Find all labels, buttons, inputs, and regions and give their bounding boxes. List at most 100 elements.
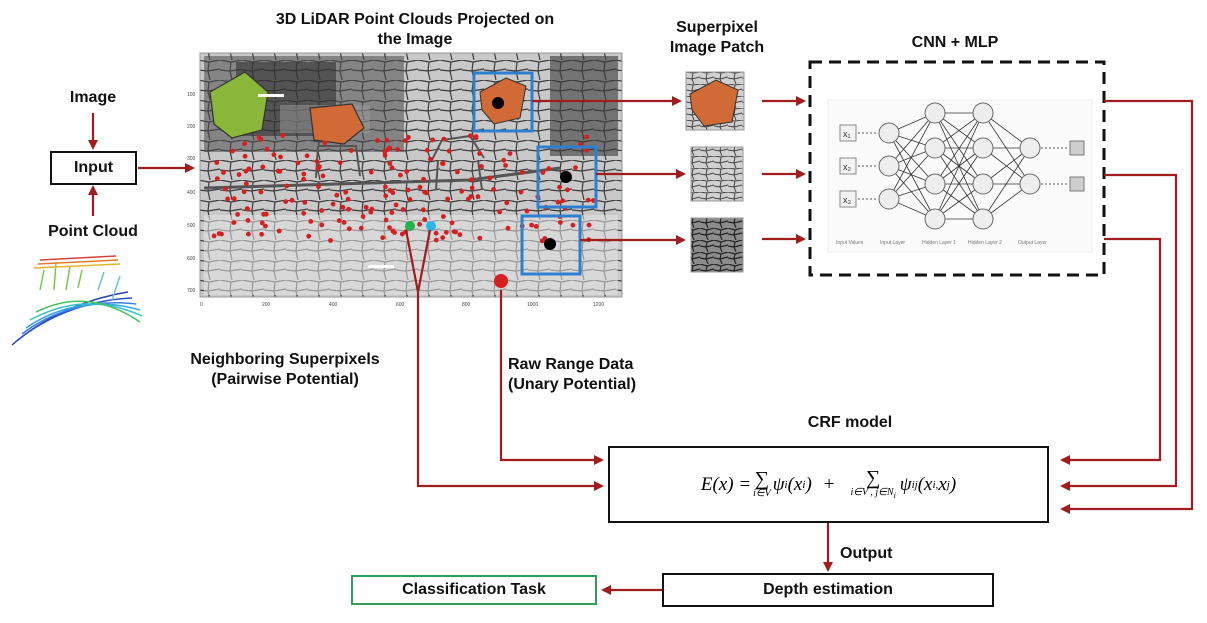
lidar-point [382,149,388,155]
nn-edge [888,147,936,200]
lidar-point [529,222,534,228]
arrows [88,96,1194,595]
lidar-point [375,138,380,143]
x-tick-600: 600 [396,302,405,308]
sum2-subscript-sub: i [893,490,896,500]
nn-node [1019,173,1041,195]
y-tick-200: 200 [187,124,196,130]
lidar-point [301,176,306,182]
nn-node [1019,137,1041,159]
lidar-point [221,170,226,175]
lidar-point [441,214,446,220]
lidar-point [283,199,289,205]
lidar-point [368,169,374,175]
y-tick-600: 600 [187,256,196,262]
lidar-point [389,210,395,215]
arrow-neighbor-to-crf [416,292,604,491]
nn-edge [934,112,984,220]
lidar-point [263,223,268,229]
lidar-point [387,225,392,231]
psi-ij-sub: ij [911,478,918,491]
lidar-point [558,220,563,225]
neighboring-label: Neighboring Superpixels (Pairwise Potent… [170,350,400,390]
nn-node [878,155,900,177]
lidar-point [258,189,264,195]
lidar-point [443,230,449,235]
lidar-point [225,196,231,202]
nn-node [972,173,994,195]
lidar-point [358,225,364,231]
lidar-point [402,138,408,144]
nn-input-box [839,190,857,208]
nn-node [878,122,900,144]
nn-caption-input-layer: Input Layer [880,240,905,246]
lidar-point [334,192,340,198]
projected-title-line2: the Image [377,31,453,48]
y-tick-300: 300 [187,156,196,162]
lidar-point [231,220,237,225]
x-tick-200: 200 [262,302,271,308]
lidar-point [459,188,465,194]
raw-range-point [494,274,508,288]
lidar-point [533,224,539,229]
lidar-point [316,184,321,190]
nn-caption-hidden-1: Hidden Layer 1 [922,240,956,246]
nn-node [924,137,946,159]
lidar-point [223,186,228,192]
x-tick-400: 400 [329,302,338,308]
lidar-point [565,187,570,193]
psi-i: ψ [772,473,785,495]
lidar-point [304,153,310,159]
lidar-point [477,151,482,156]
lidar-point [560,198,566,204]
lidar-point [451,229,457,235]
lidar-point [319,222,325,228]
psi-ij-arg-sub2: j [946,478,950,491]
lidar-point [301,171,307,177]
lidar-point [363,204,369,210]
lidar-point [390,190,396,196]
lidar-point [405,187,411,193]
lidar-point [393,202,399,208]
lidar-point [319,208,325,213]
nn-caption-input-values: Input Values [836,240,864,246]
lidar-point [346,206,351,212]
nn-input-label: x₁ [843,129,851,139]
lidar-point [445,196,451,202]
lidar-point [264,146,270,152]
lidar-point [306,233,312,239]
chair-green [209,71,269,139]
lidar-point [433,237,439,243]
arrow-cnn-to-crf-3 [1060,237,1162,465]
lidar-point [441,136,447,142]
sum1-subscript: i∈V [753,488,771,499]
lidar-point [337,160,343,166]
arrow-cnn-to-crf-1 [1060,99,1194,514]
lidar-point [424,147,430,153]
nn-output-box [1069,140,1085,156]
lidar-point [383,193,389,199]
nn-node [972,208,994,230]
lidar-point [276,228,282,234]
sum-symbol-1: ∑ [754,468,770,490]
lidar-point [417,221,422,227]
nn-edge [934,147,984,220]
y-tick-100: 100 [187,92,196,98]
x-tick-800: 800 [462,302,471,308]
nn-edge [982,147,1031,220]
cnn-title: CNN + MLP [911,34,999,51]
lidar-point [295,160,301,166]
nn-output-box [1069,176,1085,192]
lidar-point [346,226,352,232]
lidar-point [390,228,396,234]
patch-title-line1: Superpixel [676,19,758,36]
neighboring-line2: (Pairwise Potential) [211,371,359,388]
nn-node [924,173,946,195]
output-label: Output [840,545,893,562]
point-cloud-label: Point Cloud [48,223,138,240]
depth-estimation-box: Depth estimation [662,573,994,607]
lidar-point [430,137,435,143]
lidar-point [328,238,333,243]
